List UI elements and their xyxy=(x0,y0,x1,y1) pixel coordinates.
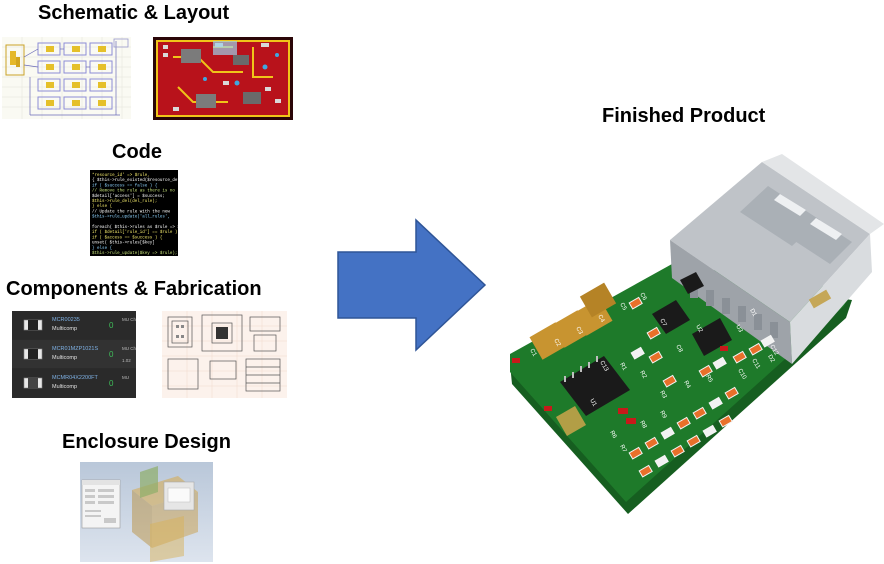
silkscreen-designator: C4 xyxy=(596,314,605,324)
silkscreen-designator: R6 xyxy=(608,430,617,440)
smd-passive xyxy=(644,436,659,450)
smd-passive xyxy=(670,444,685,458)
silkscreen-designator: U3 xyxy=(734,324,743,334)
smd-passive xyxy=(708,396,723,410)
code-line: foreach( $this->rules as $rule => $val xyxy=(92,225,178,230)
code-line: $this->rule_update('all_rules', xyxy=(92,215,170,220)
part-manufacturer: Multicomp xyxy=(52,384,77,390)
right-arrow-icon xyxy=(336,218,488,352)
smd-passive xyxy=(686,434,701,448)
part-number: MCR00235 xyxy=(52,317,80,323)
part-side-label: MU Chip xyxy=(122,317,136,322)
code-thumbnail: *resource_id' => $rule, { $this->rule_ex… xyxy=(90,170,178,256)
code-line: $this->rule_del(del_rule); xyxy=(92,199,157,204)
schematic-thumbnail xyxy=(2,37,131,119)
code-line: if ( $access == $success ) { xyxy=(92,235,163,240)
part-status: 0 xyxy=(109,379,114,388)
code-line: if ( $detail['rule_id'] == $rule ) xyxy=(92,230,177,235)
silkscreen-designator: C11 xyxy=(750,358,761,371)
silkscreen-designator: R9 xyxy=(658,410,667,420)
smd-passive xyxy=(646,326,661,340)
silkscreen-designator: U2 xyxy=(694,324,703,334)
smd-passive xyxy=(648,350,663,364)
part-number: MCMR04X2200FT xyxy=(52,375,98,381)
silkscreen-designator: C7 xyxy=(658,318,667,328)
smd-passive xyxy=(662,374,677,388)
code-line: unset( $this->rules[$key] xyxy=(92,241,155,246)
silkscreen-designator: R2 xyxy=(638,370,647,380)
smd-passive xyxy=(718,414,733,428)
part-manufacturer: Multicomp xyxy=(52,355,77,361)
code-line: if ( $success == false ) { xyxy=(92,183,158,188)
silkscreen-designator: C10 xyxy=(736,368,747,381)
smd-passive xyxy=(732,350,747,364)
silkscreen-designator: C1 xyxy=(528,348,537,358)
part-status: 0 xyxy=(109,350,114,359)
part-status: 0 xyxy=(109,321,114,330)
code-line: { $this->rule_existed($resource_detail) xyxy=(92,178,178,183)
silkscreen-designator: R3 xyxy=(658,390,667,400)
components-fabrication-title: Components & Fabrication xyxy=(6,278,262,300)
code-title: Code xyxy=(112,141,162,163)
silkscreen-designator: D1 xyxy=(748,308,757,318)
silkscreen-designator: C13 xyxy=(598,360,609,373)
smd-passive xyxy=(630,346,645,360)
smd-passive xyxy=(692,406,707,420)
code-line: } else { xyxy=(92,204,113,209)
silkscreen-designator: R5 xyxy=(704,374,713,384)
silkscreen-designator: C8 xyxy=(674,344,683,354)
smd-passive xyxy=(654,454,669,468)
smd-passive xyxy=(712,356,727,370)
silkscreen-designator: C12 xyxy=(768,344,779,357)
smd-passive xyxy=(724,386,739,400)
silkscreen-designator: R8 xyxy=(638,420,647,430)
part-side-value: 1.02 xyxy=(122,358,131,363)
smd-passive xyxy=(760,334,775,348)
component-row: MCMR04X2200FT Multicomp 0 MU xyxy=(12,369,136,397)
silkscreen-designator: R7 xyxy=(618,444,627,454)
finished-product-title: Finished Product xyxy=(602,105,766,127)
fabrication-drawing-thumbnail xyxy=(162,311,287,398)
silkscreen-designator: D2 xyxy=(766,354,775,364)
silkscreen-designator: C3 xyxy=(574,326,583,336)
code-line: $detail['access'] = $success; xyxy=(92,194,165,199)
smd-passive xyxy=(660,426,675,440)
smd-passive xyxy=(628,296,643,310)
smd-passive xyxy=(676,416,691,430)
silkscreen-designator: U1 xyxy=(588,398,597,408)
part-side-label: MU Chip xyxy=(122,346,136,351)
code-line: $this->rule_update($key => $rule); xyxy=(92,251,177,256)
code-line: } else { xyxy=(92,246,113,251)
code-line: // Update the rule with the new xyxy=(92,209,170,214)
code-line: *resource_id' => $rule, xyxy=(92,173,150,178)
usb-connector xyxy=(670,154,884,364)
silkscreen-designator: R1 xyxy=(618,362,627,372)
schematic-layout-title: Schematic & Layout xyxy=(38,2,230,24)
silkscreen-designator: C5 xyxy=(618,302,627,312)
code-line: // Remove the rule as there is no xyxy=(92,189,175,194)
smd-passive xyxy=(628,446,643,460)
smd-passive xyxy=(702,424,717,438)
enclosure-cad-thumbnail xyxy=(80,462,213,562)
pcb-layout-thumbnail xyxy=(153,37,293,120)
silkscreen-designator: C2 xyxy=(552,338,561,348)
silkscreen-designator: C6 xyxy=(638,292,647,302)
silkscreen-designator: R4 xyxy=(682,380,691,390)
smd-passive xyxy=(698,364,713,378)
component-row: MCR01MZP1021S Multicomp 0 MU Chip 1.02 xyxy=(12,340,136,368)
part-number: MCR01MZP1021S xyxy=(52,346,98,352)
part-side-label: MU xyxy=(122,375,129,380)
part-manufacturer: Multicomp xyxy=(52,326,77,332)
smd-passive xyxy=(748,342,763,356)
enclosure-design-title: Enclosure Design xyxy=(62,431,231,453)
smd-passive xyxy=(638,464,653,478)
